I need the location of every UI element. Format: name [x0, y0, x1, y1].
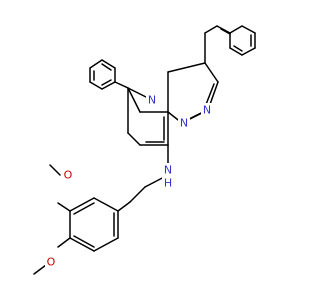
- bond: [229, 25, 243, 34]
- molecule-structure-diagram: N N N N H O O: [33, 25, 256, 275]
- label-mask: [45, 255, 57, 269]
- bond: [101, 81, 116, 90]
- pyrazole-nitrogen-label: N: [203, 104, 211, 117]
- bond: [89, 59, 103, 69]
- bond: [101, 59, 116, 69]
- bond: [127, 132, 141, 146]
- amine-hydrogen-label: H: [164, 177, 172, 190]
- bond: [93, 237, 119, 252]
- bond: [73, 202, 95, 215]
- bond: [167, 62, 206, 73]
- label-mask: [201, 103, 213, 117]
- bond: [57, 202, 71, 212]
- bond: [89, 81, 103, 90]
- label-mask: [162, 176, 174, 189]
- bond: [69, 237, 95, 252]
- bond: [101, 63, 112, 71]
- bond: [204, 62, 219, 83]
- label-mask: [178, 116, 190, 130]
- lower-methoxy-oxygen-label: O: [47, 256, 56, 269]
- bond: [220, 28, 231, 35]
- bond: [129, 186, 146, 203]
- label-mask: [62, 168, 74, 182]
- pyrimidine-nitrogen-label: N: [148, 94, 156, 107]
- bond: [117, 201, 131, 212]
- bond: [49, 164, 61, 176]
- bond: [204, 25, 218, 34]
- bond: [57, 237, 71, 248]
- upper-methoxy-oxygen-label: O: [64, 169, 73, 182]
- bond: [101, 79, 112, 86]
- bond: [69, 197, 95, 212]
- bond: [93, 197, 119, 212]
- bond: [229, 47, 243, 56]
- bond: [241, 25, 256, 34]
- label-mask: [162, 163, 174, 177]
- bond: [114, 81, 129, 89]
- bond: [216, 25, 231, 34]
- bond: [127, 87, 141, 113]
- bond: [73, 235, 95, 248]
- amine-nitrogen-label: N: [164, 164, 172, 177]
- bond: [233, 45, 243, 52]
- label-mask: [146, 93, 158, 107]
- bond-lines: [33, 25, 256, 275]
- atom-labels: N N N N H O O: [45, 93, 213, 269]
- bridgehead-nitrogen-label: N: [180, 117, 188, 130]
- bond: [241, 47, 256, 56]
